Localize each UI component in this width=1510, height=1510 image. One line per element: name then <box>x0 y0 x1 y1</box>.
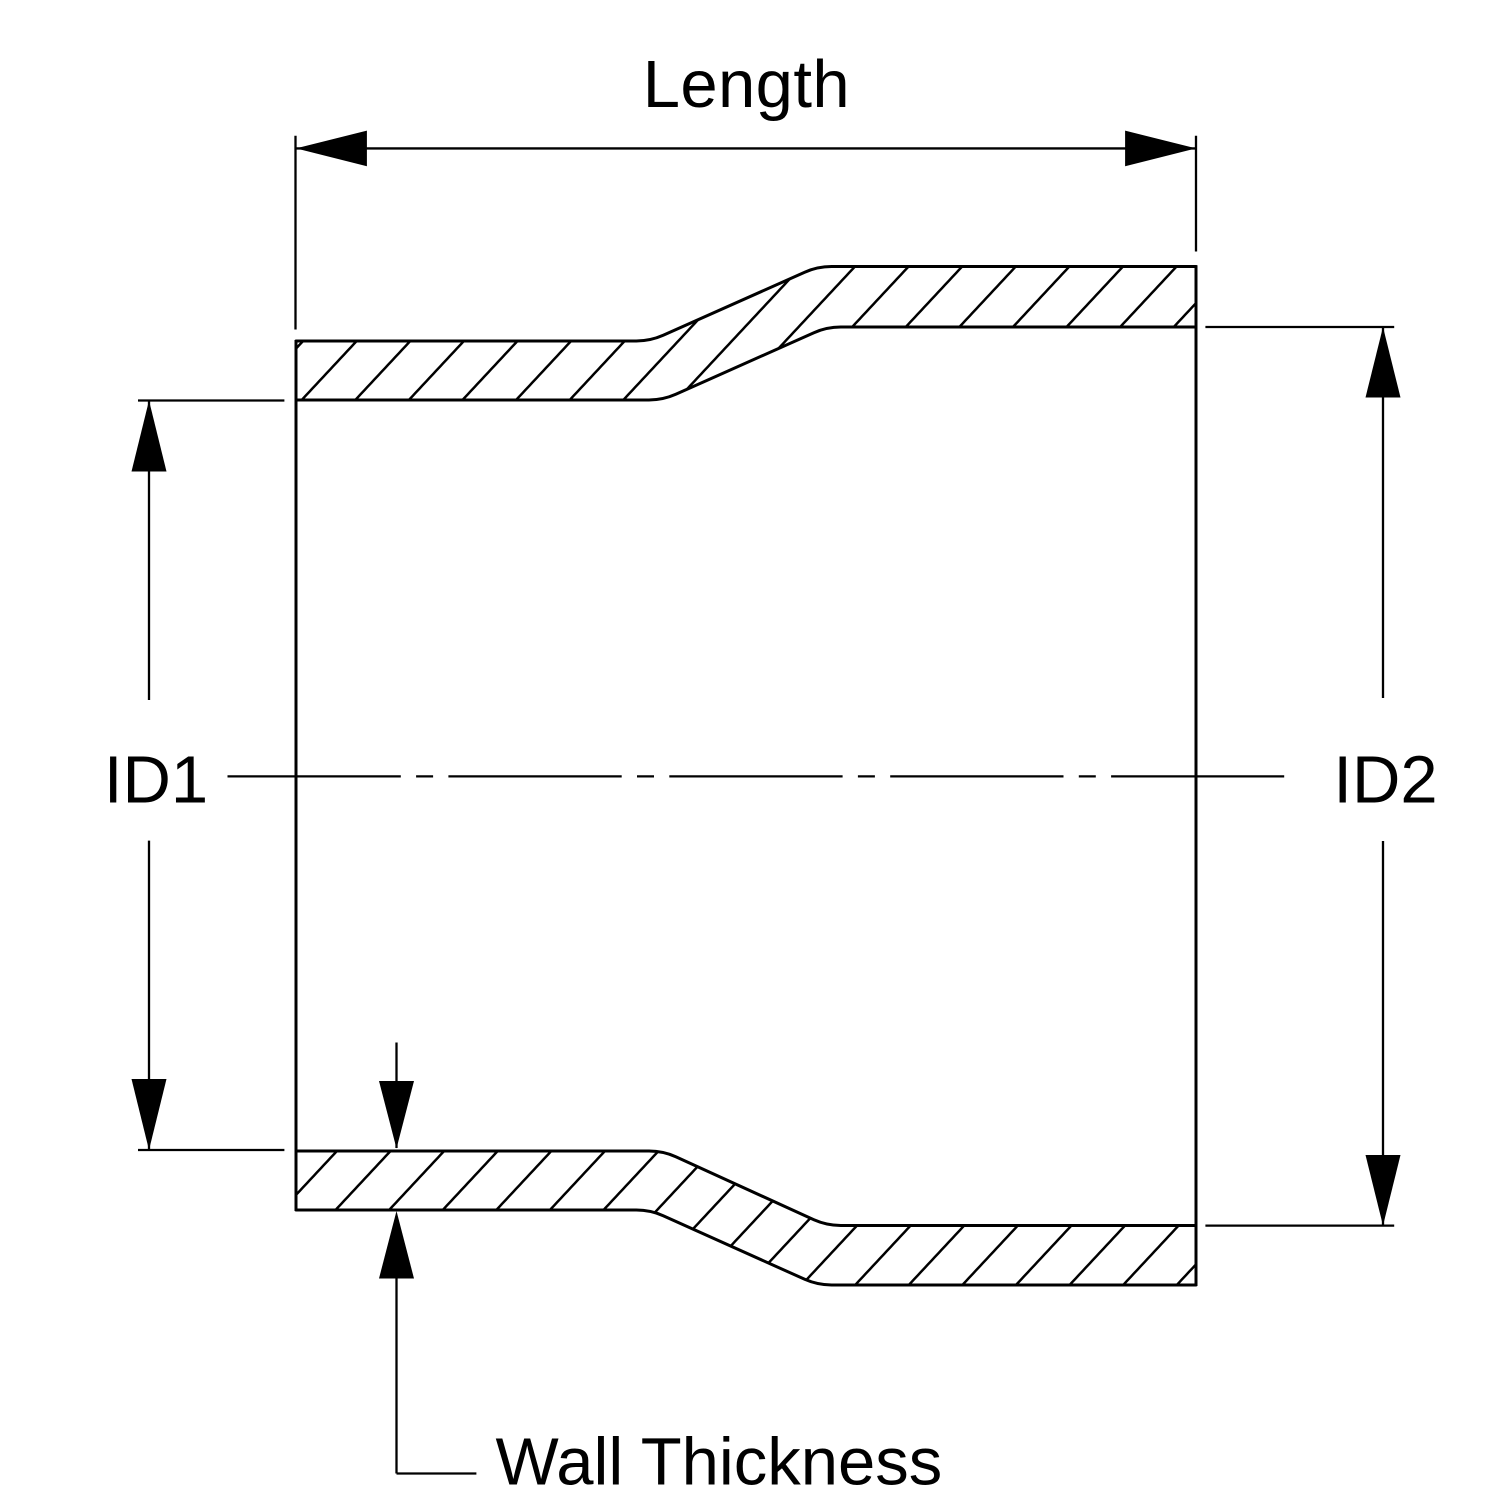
svg-text:ID1: ID1 <box>104 742 208 817</box>
svg-text:ID2: ID2 <box>1333 742 1437 817</box>
svg-text:Wall Thickness: Wall Thickness <box>496 1424 943 1499</box>
svg-text:Length: Length <box>643 47 850 122</box>
